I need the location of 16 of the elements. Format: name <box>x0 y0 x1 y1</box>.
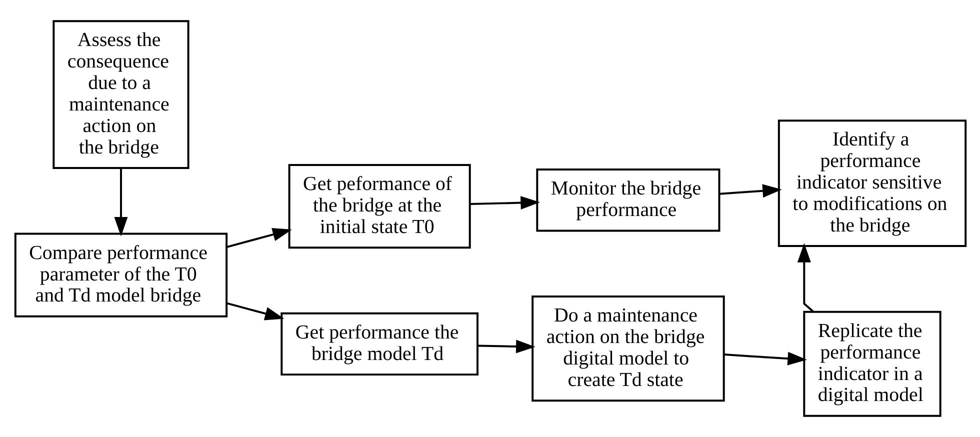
arrow <box>226 228 292 248</box>
arrow <box>226 302 284 320</box>
node-box: Get peformance of the bridge at the initial state T0 <box>288 164 470 249</box>
arrow <box>470 196 540 210</box>
arrow <box>114 168 128 236</box>
arrow <box>796 243 814 312</box>
arrow <box>724 352 806 366</box>
arrow <box>478 340 535 354</box>
arrow <box>718 184 782 198</box>
node-box: Do a maintenance action on the bridge digital model to create Td state <box>531 296 724 402</box>
node-box: Compare performance parameter of the T0 and Td model bridge <box>14 232 228 318</box>
node-box: Monitor the bridge performance <box>536 168 720 232</box>
node-box: Identify a performance indicator sensitive to modifications on the bridge <box>777 120 966 248</box>
node-box: Replicate the performance indicator in a digital model <box>802 310 941 417</box>
node-box: Get performance the bridge model Td <box>280 312 478 376</box>
node-box: Assess the consequence due to a maintenance action on the bridge <box>52 20 189 169</box>
